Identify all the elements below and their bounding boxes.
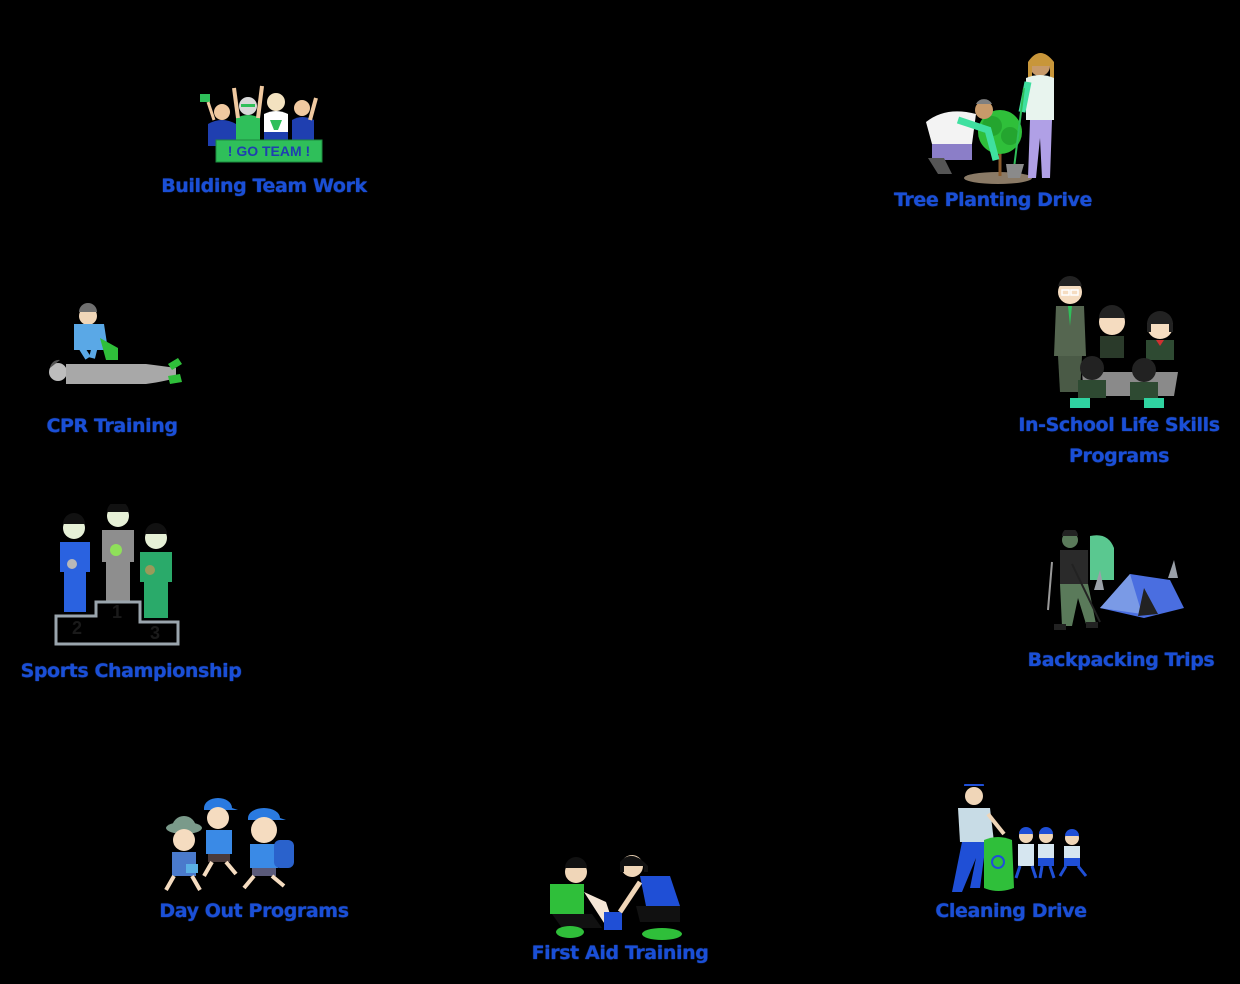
podium-icon (54, 504, 180, 646)
label-first-aid-training: First Aid Training (531, 942, 709, 964)
podium-number-3: 3 (150, 623, 161, 643)
cleaning-icon (952, 784, 1088, 892)
label-building-team-work: Building Team Work (161, 175, 367, 197)
children-outing-icon (164, 798, 294, 891)
podium-number-2: 2 (72, 618, 83, 638)
hiker-tent-icon (1047, 530, 1184, 630)
podium-number-1: 1 (112, 602, 123, 622)
label-tree-planting-drive: Tree Planting Drive (893, 189, 1093, 211)
label-cleaning-drive: Cleaning Drive (935, 900, 1087, 922)
label-in-school-life-skills: In-School Life Skills Programs (1018, 414, 1220, 467)
label-backpacking-trips: Backpacking Trips (1027, 649, 1215, 671)
classroom-icon (1054, 276, 1178, 408)
label-cpr-training: CPR Training (46, 415, 178, 437)
label-day-out-programs: Day Out Programs (159, 900, 349, 922)
tree-planting-icon (926, 53, 1054, 184)
cpr-icon (49, 303, 182, 384)
cheering-group-icon (200, 85, 323, 163)
label-sports-championship: Sports Championship (20, 660, 242, 682)
go-team-banner-text: ! GO TEAM ! (227, 143, 311, 159)
first-aid-icon (550, 855, 682, 940)
